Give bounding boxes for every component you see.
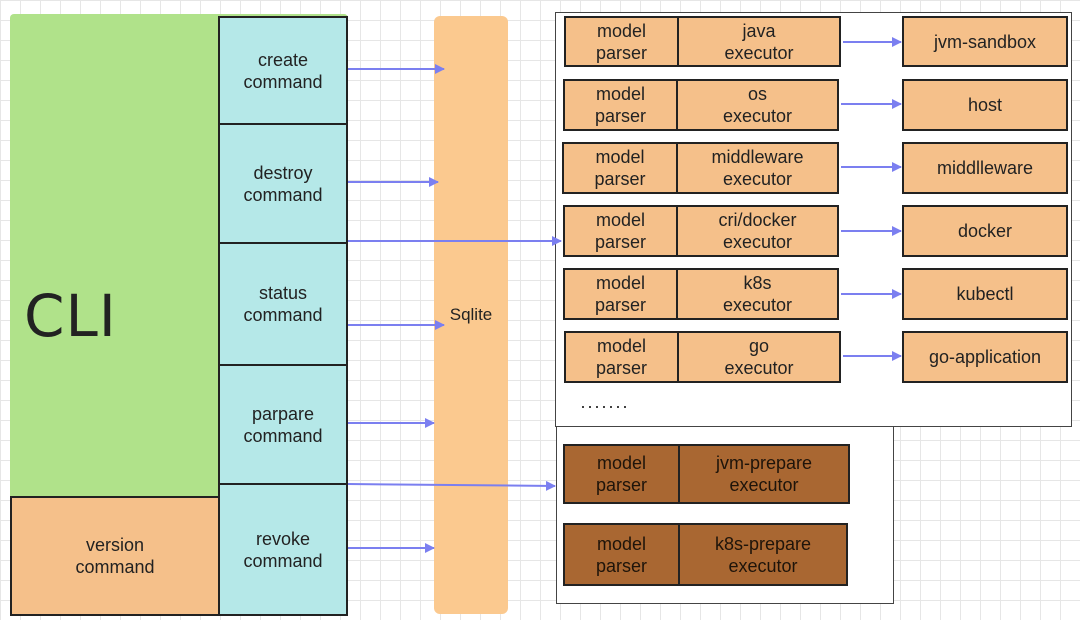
docker-executor-box: cri/docker executor bbox=[678, 207, 837, 255]
executor-pair-docker: model parser cri/docker executor bbox=[563, 205, 839, 257]
ellipsis-more: ······· bbox=[580, 396, 629, 416]
executor-pair-middleware: model parser middleware executor bbox=[562, 142, 839, 194]
model-parser-label: model parser bbox=[595, 453, 648, 495]
executor-pair-k8s: model parser k8s executor bbox=[563, 268, 839, 320]
docker-box: docker bbox=[902, 205, 1068, 257]
k8s-prepare-executor-box: k8s-prepare executor bbox=[680, 525, 846, 584]
jvm-prepare-executor-box: jvm-prepare executor bbox=[680, 446, 848, 502]
model-parser-box: model parser bbox=[565, 81, 678, 129]
model-parser-box: model parser bbox=[564, 144, 678, 192]
k8s-executor-box: k8s executor bbox=[678, 270, 837, 318]
cli-label: CLI bbox=[24, 282, 117, 350]
host-label: host bbox=[967, 95, 1003, 115]
prepare-pair-jvm: model parser jvm-prepare executor bbox=[563, 444, 850, 504]
parpare-command-label: parpare command bbox=[243, 403, 323, 446]
middlleware-label: middlleware bbox=[936, 158, 1034, 178]
docker-executor-label: cri/docker executor bbox=[718, 210, 797, 252]
destroy-command-label: destroy command bbox=[243, 162, 323, 205]
revoke-command-label: revoke command bbox=[243, 528, 323, 571]
jvm-prepare-executor-label: jvm-prepare executor bbox=[715, 453, 813, 495]
go-application-label: go-application bbox=[928, 347, 1042, 367]
os-executor-box: os executor bbox=[678, 81, 837, 129]
parpare-to-prepare-arrow bbox=[347, 480, 556, 491]
model-parser-box: model parser bbox=[566, 18, 679, 65]
kubectl-box: kubectl bbox=[902, 268, 1068, 320]
kubectl-label: kubectl bbox=[956, 284, 1014, 304]
model-parser-label: model parser bbox=[595, 336, 648, 378]
executor-pair-java: model parser java executor bbox=[564, 16, 841, 67]
version-command-label: version command bbox=[75, 535, 155, 577]
middleware-executor-box: middleware executor bbox=[678, 144, 837, 192]
sqlite-store: Sqlite bbox=[434, 16, 508, 614]
sqlite-label: Sqlite bbox=[449, 305, 493, 324]
version-command-box: version command bbox=[10, 496, 220, 616]
model-parser-label: model parser bbox=[594, 273, 647, 315]
docker-label: docker bbox=[957, 221, 1013, 241]
model-parser-box: model parser bbox=[565, 270, 678, 318]
create-command-label: create command bbox=[243, 49, 323, 92]
middlleware-box: middlleware bbox=[902, 142, 1068, 194]
model-parser-label: model parser bbox=[595, 20, 648, 63]
go-executor-box: go executor bbox=[679, 333, 839, 381]
model-parser-label: model parser bbox=[594, 84, 647, 126]
go-executor-label: go executor bbox=[724, 336, 794, 378]
status-command-label: status command bbox=[243, 283, 323, 325]
model-parser-label: model parser bbox=[594, 147, 646, 189]
create-command-box: create command bbox=[218, 16, 348, 125]
model-parser-box: model parser bbox=[565, 446, 680, 502]
middleware-executor-label: middleware executor bbox=[711, 147, 804, 189]
java-executor-label: java executor bbox=[724, 20, 794, 63]
host-box: host bbox=[902, 79, 1068, 131]
go-application-box: go-application bbox=[902, 331, 1068, 383]
executor-pair-os: model parser os executor bbox=[563, 79, 839, 131]
model-parser-label: model parser bbox=[594, 210, 647, 252]
os-executor-label: os executor bbox=[722, 84, 793, 126]
prepare-pair-k8s: model parser k8s-prepare executor bbox=[563, 523, 848, 586]
k8s-prepare-executor-label: k8s-prepare executor bbox=[714, 533, 812, 576]
jvm-sandbox-box: jvm-sandbox bbox=[902, 16, 1068, 67]
jvm-sandbox-label: jvm-sandbox bbox=[933, 31, 1037, 52]
executor-pair-go: model parser go executor bbox=[564, 331, 841, 383]
status-command-box: status command bbox=[218, 242, 348, 366]
java-executor-box: java executor bbox=[679, 18, 839, 65]
model-parser-box: model parser bbox=[566, 333, 679, 381]
model-parser-box: model parser bbox=[565, 525, 680, 584]
k8s-executor-label: k8s executor bbox=[722, 273, 793, 315]
model-parser-box: model parser bbox=[565, 207, 678, 255]
model-parser-label: model parser bbox=[595, 533, 648, 576]
parpare-command-box: parpare command bbox=[218, 364, 348, 485]
